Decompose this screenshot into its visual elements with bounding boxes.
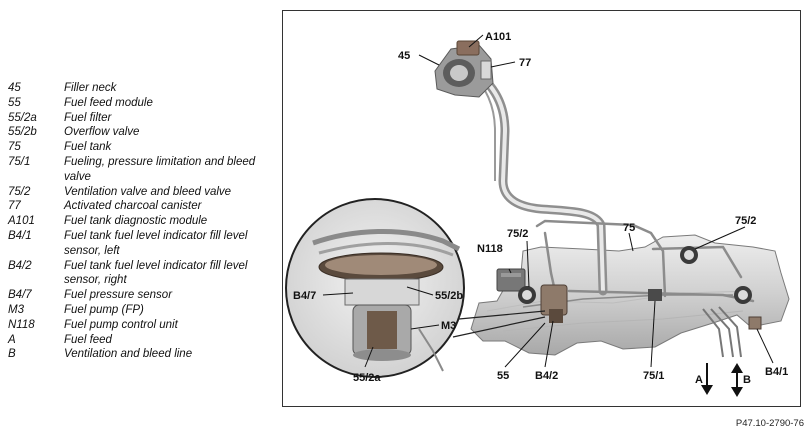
callout-75: 75 [623, 222, 635, 234]
line-routing [535, 219, 755, 303]
ventilation-valve-right [680, 246, 698, 264]
legend-code: N118 [8, 318, 35, 331]
callout-75-2-right: 75/2 [735, 215, 756, 227]
legend-desc: Fuel feed module [64, 96, 153, 109]
legend-desc: Activated charcoal canister [64, 200, 202, 213]
legend-item: 77 Activated charcoal canister [8, 199, 278, 214]
callout-75-1: 75/1 [643, 370, 664, 382]
feed-lines [702, 306, 742, 358]
charcoal-canister-assembly [434, 40, 494, 98]
callout-B4-2: B4/2 [535, 370, 558, 382]
callout-55: 55 [497, 370, 509, 382]
leader-lines [322, 34, 774, 368]
legend-item: 75/2 Ventilation valve and bleed valve [8, 185, 278, 200]
legend-desc: Fuel tank [64, 141, 112, 154]
legend-item: 55/2b Overflow valve [8, 125, 278, 140]
legend-desc: Overflow valve [64, 126, 140, 139]
legend-desc: Fuel pressure sensor [64, 289, 173, 302]
legend-code: 77 [8, 200, 21, 213]
fuel-system-illustration: A101 45 77 75/2 75 75/2 N118 B4/7 55/2b … [282, 10, 801, 407]
legend-code: 75/1 [8, 155, 31, 168]
legend-desc: Fuel pump (FP) [64, 303, 144, 316]
legend-item: B4/1 Fuel tank fuel level indicator fill … [8, 229, 278, 259]
legend-code: A101 [8, 215, 35, 228]
legend-desc: Fueling, pressure limitation and bleed v… [64, 155, 256, 183]
legend-desc: Ventilation valve and bleed valve [64, 185, 232, 198]
arrow-a-icon [701, 363, 713, 395]
figure-code: P47.10-2790-76 [735, 418, 804, 429]
callout-77: 77 [519, 57, 531, 69]
callout-75-2-left: 75/2 [507, 228, 528, 240]
callout-B: B [743, 374, 751, 386]
legend-item: 55 Fuel feed module [8, 96, 278, 111]
legend-desc: Filler neck [64, 82, 117, 94]
legend-desc: Fuel pump control unit [64, 318, 178, 331]
legend-code: B4/2 [8, 259, 32, 272]
legend-code: B4/1 [8, 229, 32, 242]
ventilation-valve-rear [734, 286, 752, 304]
fuel-feed-module [540, 284, 568, 323]
legend-item: 75 Fuel tank [8, 140, 278, 155]
legend-desc: Fuel tank fuel level indicator fill leve… [64, 229, 248, 257]
legend-code: B [8, 348, 16, 361]
legend-item: N118 Fuel pump control unit [8, 318, 278, 333]
legend-desc: Fuel tank fuel level indicator fill leve… [64, 259, 248, 287]
callout-B4-1: B4/1 [765, 366, 788, 378]
legend-item: 55/2a Fuel filter [8, 111, 278, 126]
legend-item: A Fuel feed [8, 333, 278, 348]
fueling-valve [648, 289, 662, 301]
callout-B4-7: B4/7 [293, 290, 316, 302]
legend-item: B Ventilation and bleed line [8, 347, 278, 362]
legend-desc: Fuel tank diagnostic module [64, 215, 208, 228]
legend-code: 45 [8, 82, 21, 94]
legend-code: 75 [8, 141, 21, 154]
legend-code: 75/2 [8, 185, 31, 198]
callout-A: A [695, 374, 703, 386]
fuel-system-drawing: A101 45 77 75/2 75 75/2 N118 B4/7 55/2b … [285, 31, 790, 397]
zoom-connector [458, 310, 546, 320]
callout-N118: N118 [477, 243, 503, 255]
legend-desc: Fuel filter [64, 111, 112, 124]
legend-code: B4/7 [8, 289, 32, 302]
legend-code: 55/2b [8, 126, 37, 139]
legend-item: A101 Fuel tank diagnostic module [8, 214, 278, 229]
ventilation-valve-left [518, 286, 536, 304]
level-sensor-left [748, 316, 762, 330]
legend-item: M3 Fuel pump (FP) [8, 303, 278, 318]
callout-A101: A101 [485, 31, 511, 43]
legend-code: A [8, 333, 16, 346]
legend-desc: Ventilation and bleed line [64, 348, 193, 361]
legend-code: 55 [8, 96, 21, 109]
legend-code: M3 [8, 303, 24, 316]
callout-45: 45 [398, 50, 410, 62]
zoom-detail [285, 198, 465, 378]
legend-item: 75/1 Fueling, pressure limitation and ble… [8, 155, 278, 185]
legend-item: 45 Filler neck [8, 81, 278, 96]
legend-desc: Fuel feed [64, 333, 112, 346]
callout-55-2a: 55/2a [353, 372, 381, 384]
legend-item: B4/2 Fuel tank fuel level indicator fill … [8, 259, 278, 289]
callout-M3: M3 [441, 320, 456, 332]
legend-item: B4/7 Fuel pressure sensor [8, 288, 278, 303]
arrow-b-icon [731, 363, 743, 397]
legend-code: 55/2a [8, 111, 37, 124]
callout-55-2b: 55/2b [435, 290, 463, 302]
